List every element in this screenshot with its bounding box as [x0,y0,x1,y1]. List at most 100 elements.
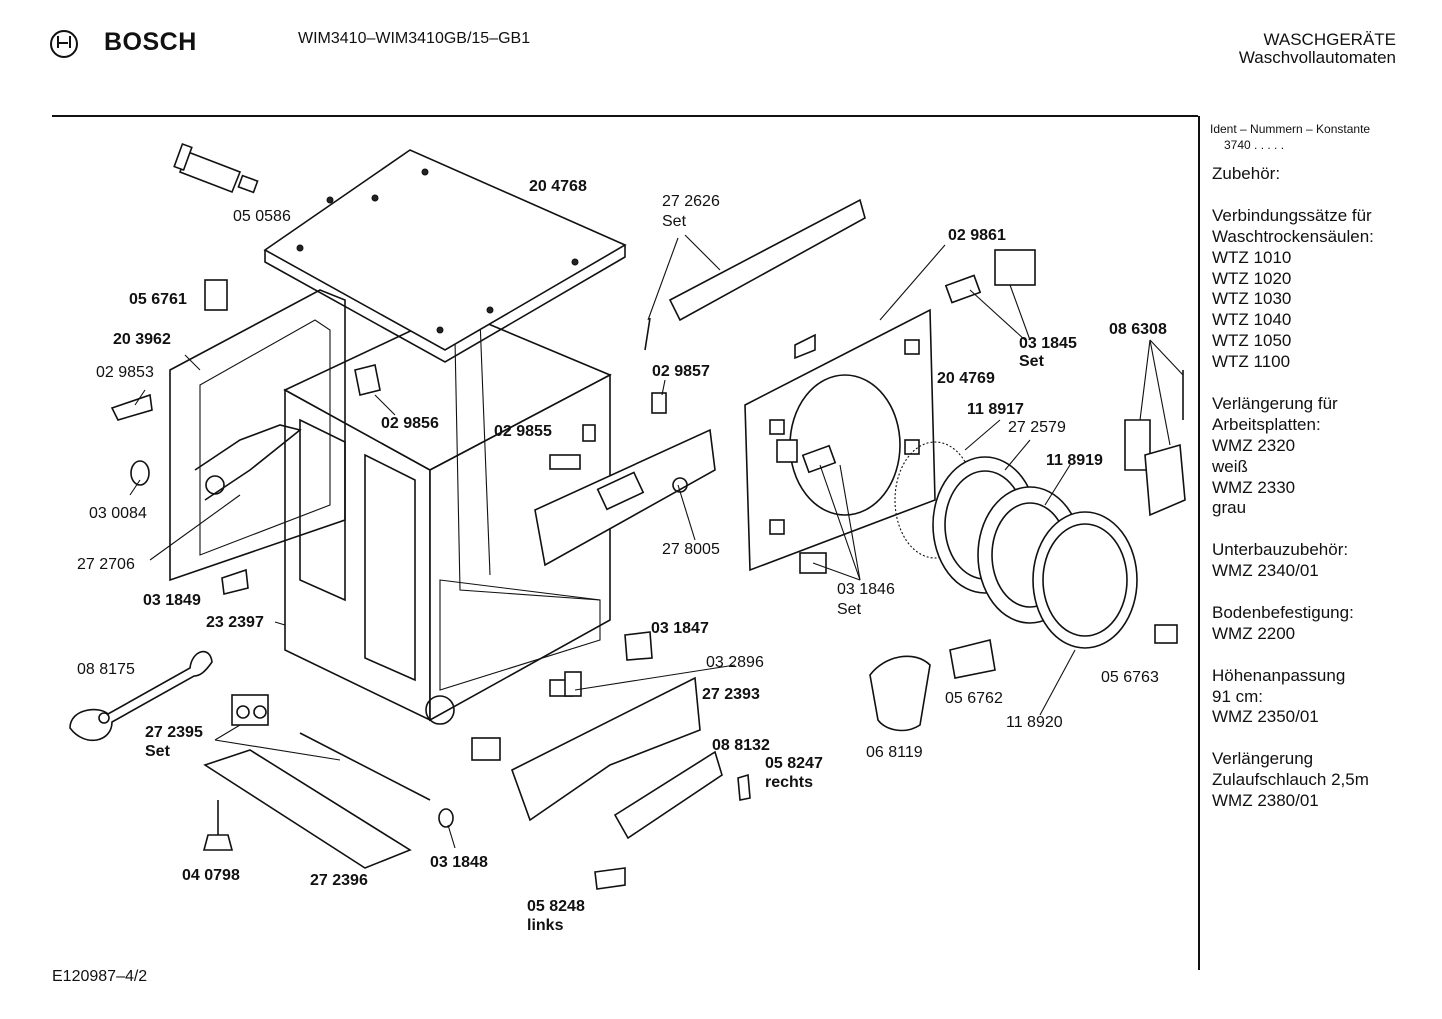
model-number: WIM3410–WIM3410GB/15–GB1 [298,30,531,47]
part-label-204769: 20 4769 [937,370,995,387]
part-label-029853: 02 9853 [96,364,154,381]
ident-value: 3740 . . . . . [1224,138,1285,152]
part-label-058247-rechts: rechts [765,774,814,791]
accessory-line: 91 cm: [1212,687,1264,706]
part-label-056762: 05 6762 [945,690,1003,707]
part-label-031848: 03 1848 [430,854,488,871]
door-frame-118920 [1032,511,1138,649]
accessory-line: WTZ 1020 [1212,269,1292,288]
part-label-272626: 27 2626 [662,193,720,210]
accessory-line: WMZ 2340/01 [1212,561,1319,580]
bracket-086308b [1144,443,1186,517]
bracket-top [794,333,816,360]
clip-left [471,737,501,761]
category-subtitle: Waschvollautomaten [1238,48,1396,67]
bracket-029853 [110,393,153,421]
clip-029857 [651,392,667,414]
part-label-272396: 27 2396 [310,872,368,889]
clip-056761 [204,279,228,311]
control-strip-272626 [644,198,866,351]
part-label-278005: 27 8005 [662,541,720,558]
clip-right [582,424,596,442]
sleeve-068119 [869,655,931,732]
accessory-line: Zubehör: [1212,164,1281,183]
accessory-line: Verlängerung [1212,749,1314,768]
part-label-272626-set: Set [662,213,687,230]
part-label-029857: 02 9857 [652,363,710,380]
accessory-line: grau [1212,498,1247,517]
part-label-118919: 11 8919 [1046,452,1103,469]
leader-lines [129,234,1184,849]
part-label-056761: 05 6761 [129,291,187,308]
sidebar-divider [1198,116,1200,970]
part-label-029855: 02 9855 [494,423,552,440]
clip-058247 [737,773,751,801]
part-label-058248: 05 8248 [527,898,585,915]
part-label-056763: 05 6763 [1101,669,1159,686]
part-label-031846: 03 1846 [837,581,895,598]
top-cover [263,149,627,363]
accessory-line: Verbindungssätze für [1212,206,1372,225]
rail-088132 [613,750,723,840]
part-label-203962: 20 3962 [113,331,171,348]
part-label-086308: 08 6308 [1109,321,1167,338]
part-label-031847: 03 1847 [651,620,709,637]
part-label-029861: 02 9861 [948,227,1006,244]
part-label-088132: 08 8132 [712,737,770,754]
cap-030084 [130,460,150,486]
header-divider [52,115,1198,117]
accessory-line: Zulaufschlauch 2,5m [1212,770,1369,789]
part-label-030084: 03 0084 [89,505,147,522]
clip-031849 [221,568,249,595]
accessory-line: WMZ 2320 [1212,436,1296,455]
part-label-029856: 02 9856 [381,415,439,432]
ident-label: Ident – Nummern – Konstante [1210,122,1371,136]
category-title: WASCHGERÄTE [1263,30,1396,49]
part-label-272393: 27 2393 [702,686,760,703]
accessory-line: WTZ 1030 [1212,289,1292,308]
part-label-032896: 03 2896 [706,654,764,671]
accessory-line: Verlängerung für [1212,394,1338,413]
wrench-088175 [69,650,213,742]
part-label-058248-links: links [527,917,564,934]
part-label-040798: 04 0798 [182,867,240,884]
accessory-line: WMZ 2350/01 [1212,707,1319,726]
bosch-logo-icon [50,30,78,58]
accessory-line: weiß [1212,457,1248,476]
clip-031848 [438,808,454,828]
part-label-204768: 20 4768 [529,178,587,195]
clip-056763 [1154,624,1178,644]
foam-strip-272396 [203,749,412,869]
accessory-line: Unterbauzubehör: [1212,540,1349,559]
rod [299,732,431,801]
part-label-031845-set: Set [1019,353,1044,370]
hose-clip-032896 [549,671,582,697]
part-label-232397: 23 2397 [206,614,264,631]
part-label-272579: 27 2579 [1008,419,1066,436]
foot-screw-040798 [202,800,234,851]
part-label-272395: 27 2395 [145,724,203,741]
pump-block-272395 [231,694,269,726]
accessory-line: Bodenbefestigung: [1212,603,1354,622]
accessory-line: WTZ 1010 [1212,248,1292,267]
brand-name: BOSCH [104,28,197,56]
clip-031847 [624,631,653,661]
front-panel-204769 [744,308,936,572]
part-label-118917: 11 8917 [967,401,1024,418]
part-label-118920: 11 8920 [1006,714,1063,731]
hinge-plate [944,274,982,304]
part-label-058247: 05 8247 [765,755,823,772]
part-label-050586: 05 0586 [233,208,291,225]
part-label-031849: 03 1849 [143,592,201,609]
part-label-088175: 08 8175 [77,661,135,678]
inlet-valve [173,142,259,194]
part-label-272395-set: Set [145,743,170,760]
cabinet-body [283,309,612,725]
accessory-line: WTZ 1040 [1212,310,1292,329]
accessory-line: WMZ 2380/01 [1212,791,1319,810]
accessory-line: WMZ 2330 [1212,478,1296,497]
clip-029855 [549,454,581,470]
rail-272393 [511,676,701,822]
drawing-code: E120987–4/2 [52,968,148,985]
